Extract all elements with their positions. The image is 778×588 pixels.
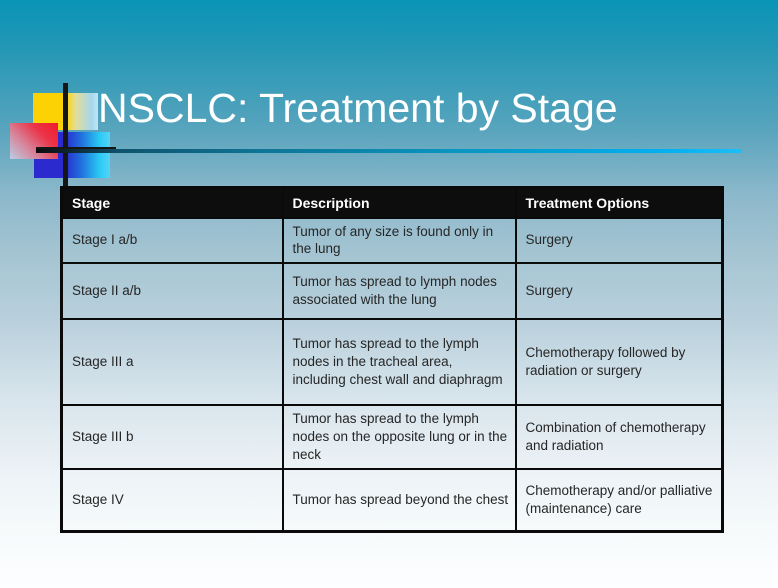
treatment-cell: Surgery — [514, 216, 724, 265]
table-row: Stage III b Tumor has spread to the lymp… — [60, 404, 724, 470]
stage-cell: Stage I a/b — [60, 216, 284, 265]
treatment-cell: Combination of chemotherapy and radiatio… — [514, 404, 724, 470]
treatment-cell: Chemotherapy followed by radiation or su… — [514, 318, 724, 407]
table-row: Stage II a/b Tumor has spread to lymph n… — [60, 262, 724, 321]
header-cell-treatment-options: Treatment Options — [514, 186, 724, 219]
table-header-row: Stage Description Treatment Options — [60, 186, 724, 219]
treatment-cell: Chemotherapy and/or palliative (maintena… — [514, 467, 724, 533]
table-row: Stage IV Tumor has spread beyond the che… — [60, 467, 724, 533]
description-cell: Tumor of any size is found only in the l… — [281, 216, 517, 265]
description-cell: Tumor has spread to the lymph nodes on t… — [281, 404, 517, 470]
table-row: Stage III a Tumor has spread to the lymp… — [60, 318, 724, 407]
description-cell: Tumor has spread beyond the chest — [281, 467, 517, 533]
description-cell: Tumor has spread to lymph nodes associat… — [281, 262, 517, 321]
header-cell-description: Description — [281, 186, 517, 219]
page-title: NSCLC: Treatment by Stage — [98, 85, 618, 131]
deco-cross-vertical-line — [63, 83, 68, 195]
table-row: Stage I a/b Tumor of any size is found o… — [60, 216, 724, 265]
title-underline — [36, 149, 742, 153]
stage-cell: Stage II a/b — [60, 262, 284, 321]
stage-cell: Stage IV — [60, 467, 284, 533]
stage-cell: Stage III a — [60, 318, 284, 407]
treatment-table: Stage Description Treatment Options Stag… — [60, 186, 724, 534]
description-cell: Tumor has spread to the lymph nodes in t… — [281, 318, 517, 407]
header-cell-stage: Stage — [60, 186, 284, 219]
stage-cell: Stage III b — [60, 404, 284, 470]
deco-red-square — [10, 123, 58, 159]
treatment-cell: Surgery — [514, 262, 724, 321]
